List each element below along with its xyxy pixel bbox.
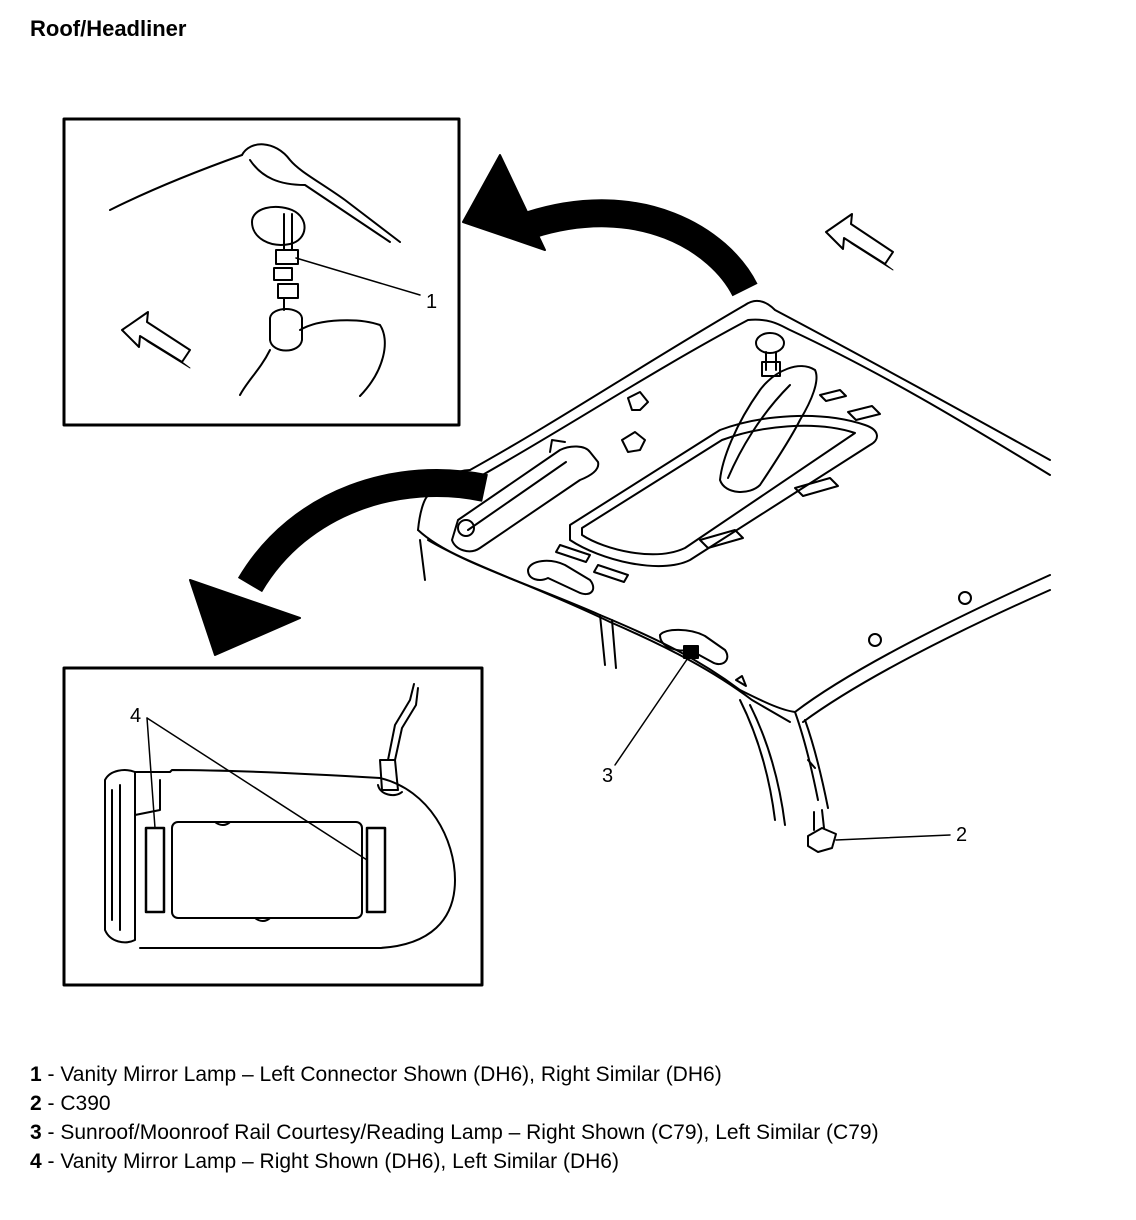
callout-4: 4 (130, 705, 141, 727)
legend-text: Vanity Mirror Lamp – Left Connector Show… (60, 1063, 722, 1086)
inset-bottom-detail (62, 666, 484, 987)
legend-separator: - (41, 1121, 61, 1144)
legend-number: 1 (30, 1063, 42, 1086)
legend-number: 2 (30, 1092, 42, 1115)
page-title: Roof/Headliner (30, 16, 187, 41)
callout-3: 3 (602, 765, 613, 787)
legend-separator: - (41, 1092, 61, 1115)
legend-item: 4 - Vanity Mirror Lamp – Right Shown (DH… (30, 1147, 879, 1176)
forward-arrow-icon (825, 213, 894, 271)
legend-number: 4 (30, 1150, 42, 1173)
legend-text: Sunroof/Moonroof Rail Courtesy/Reading L… (60, 1121, 879, 1144)
callout-1: 1 (426, 291, 437, 313)
callout-2: 2 (956, 824, 967, 846)
legend-text: C390 (60, 1092, 111, 1115)
legend-separator: - (41, 1150, 61, 1173)
legend-number: 3 (30, 1121, 42, 1144)
legend-separator: - (41, 1063, 61, 1086)
legend: 1 - Vanity Mirror Lamp – Left Connector … (30, 1060, 879, 1176)
legend-item: 1 - Vanity Mirror Lamp – Left Connector … (30, 1060, 879, 1089)
legend-item: 3 - Sunroof/Moonroof Rail Courtesy/Readi… (30, 1118, 879, 1147)
inset-top-detail (62, 117, 461, 427)
curved-arrow-upper (462, 154, 758, 297)
curved-arrow-lower (189, 469, 488, 656)
legend-item: 2 - C390 (30, 1089, 879, 1118)
legend-text: Vanity Mirror Lamp – Right Shown (DH6), … (60, 1150, 619, 1173)
headliner-diagram: 1 2 3 4 (62, 117, 1051, 987)
headliner-main (417, 299, 1051, 853)
